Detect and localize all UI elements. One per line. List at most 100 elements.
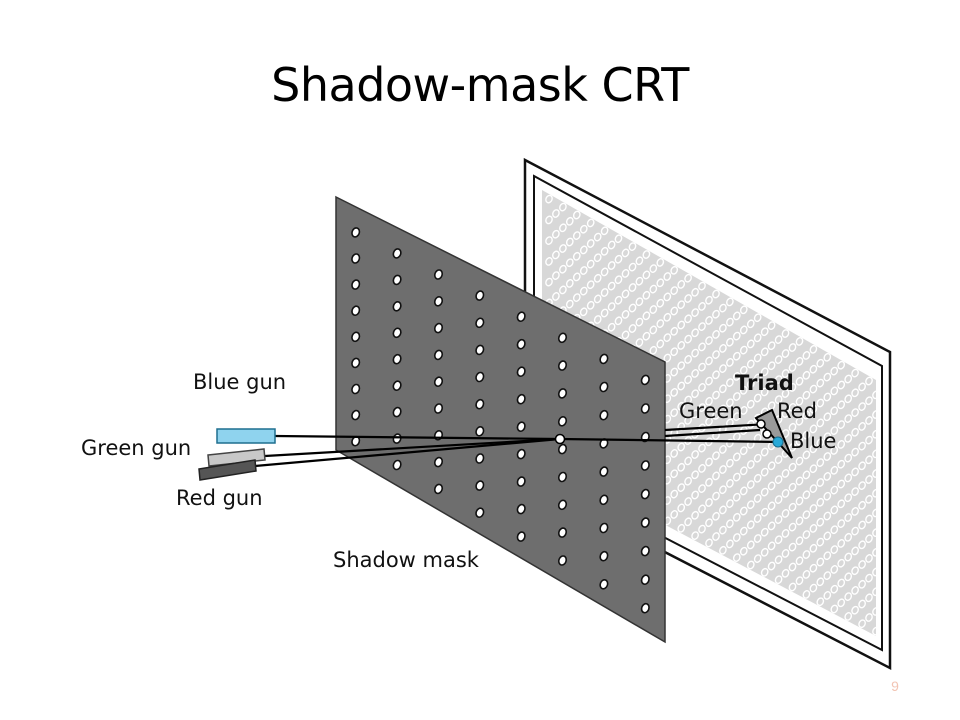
phosphor-dot (858, 540, 866, 550)
phosphor-dot (732, 472, 741, 482)
phosphor-dot (732, 512, 741, 522)
phosphor-dot (642, 270, 651, 280)
phosphor-dot (691, 308, 699, 317)
phosphor-dot (684, 273, 692, 283)
phosphor-dot (872, 488, 876, 498)
phosphor-dot (746, 480, 755, 489)
phosphor-dot (579, 286, 588, 296)
phosphor-dot (746, 520, 755, 530)
phosphor-dot (635, 317, 644, 327)
phosphor-dot (670, 469, 679, 479)
phosphor-dot (872, 410, 876, 419)
phosphor-dot (865, 494, 873, 504)
phosphor-dot (795, 396, 804, 406)
phosphor-dot (719, 505, 727, 515)
phosphor-dot (837, 400, 846, 410)
phosphor-dot (670, 510, 679, 519)
phosphor-dot (795, 456, 804, 466)
phosphor-dot (781, 509, 790, 518)
phosphor-dot (816, 497, 825, 507)
phosphor-dot (788, 482, 797, 492)
phosphor-dot (830, 465, 839, 475)
phosphor-dot (705, 477, 713, 487)
phosphor-dot (858, 481, 866, 490)
phosphor-dot (816, 438, 825, 448)
mask-hole (392, 459, 402, 471)
phosphor-dot (726, 479, 734, 488)
phosphor-dot (858, 520, 866, 530)
phosphor-dot (809, 384, 818, 394)
phosphor-dot (732, 331, 741, 341)
phosphor-dot (781, 389, 790, 398)
phosphor-dot (670, 388, 679, 397)
phosphor-dot (739, 506, 748, 516)
phosphor-dot (559, 285, 567, 295)
phosphor-dot (753, 554, 762, 563)
phosphor-dot (802, 590, 811, 599)
phosphor-dot (844, 433, 853, 443)
phosphor-dot (788, 562, 797, 572)
phosphor-dot (746, 500, 755, 510)
phosphor-dot (795, 376, 804, 386)
phosphor-dot (719, 384, 727, 394)
mask-hole (557, 332, 568, 344)
phosphor-dot (802, 351, 811, 360)
mask-hole (351, 357, 361, 369)
phosphor-dot (719, 445, 727, 454)
phosphor-dot (809, 484, 818, 493)
phosphor-dot (663, 353, 672, 363)
phosphor-dot (684, 517, 692, 527)
phosphor-dot (802, 570, 811, 579)
phosphor-dot (774, 375, 783, 384)
phosphor-dot (865, 613, 873, 622)
triad (754, 408, 793, 459)
phosphor-dot (565, 279, 574, 288)
phosphor-dot (781, 369, 790, 378)
phosphor-dot (830, 386, 839, 396)
slide-title: Shadow-mask CRT (271, 58, 689, 112)
blue-gun (216, 428, 276, 444)
phosphor-dot (739, 486, 748, 496)
phosphor-dot (614, 295, 623, 305)
mask-hole (351, 227, 361, 238)
phosphor-dot (774, 555, 783, 565)
phosphor-dot (684, 497, 692, 506)
phosphor-dot (677, 523, 686, 533)
phosphor-dot (844, 513, 853, 522)
phosphor-dot (837, 499, 846, 509)
phosphor-dot (795, 476, 804, 486)
phosphor-dot (677, 462, 686, 472)
phosphor-dot (851, 427, 859, 437)
phosphor-dot (851, 507, 859, 516)
phosphor-dot (795, 576, 804, 586)
phosphor-dot (767, 381, 776, 391)
triad-blue-label: Blue (790, 429, 836, 453)
phosphor-dot (823, 531, 832, 541)
phosphor-dot (746, 560, 755, 570)
mask-hole (516, 311, 526, 322)
red-beam-to-mask (254, 437, 561, 468)
mask-hole (640, 545, 650, 557)
electron-guns (198, 428, 276, 481)
phosphor-dot (698, 403, 706, 412)
phosphor-dot (719, 323, 727, 333)
phosphor-dot (837, 598, 846, 608)
mask-hole (516, 393, 526, 405)
red-gun (198, 459, 257, 481)
phosphor-dot (830, 525, 839, 535)
phosphor-dot (788, 542, 797, 552)
green-beam-to-mask (264, 437, 561, 458)
phosphor-dot (865, 593, 873, 603)
phosphor-dot (705, 376, 713, 386)
phosphor-dot (691, 348, 699, 358)
phosphor-dot (823, 472, 832, 481)
phosphor-dot (788, 442, 797, 452)
phosphor-dot (795, 436, 804, 446)
phosphor-dot (739, 385, 748, 395)
phosphor-dot (607, 281, 616, 291)
phosphor-dot (767, 401, 776, 411)
phosphor-dot (698, 524, 706, 534)
mask-hole (516, 476, 526, 487)
phosphor-dot (767, 521, 776, 531)
